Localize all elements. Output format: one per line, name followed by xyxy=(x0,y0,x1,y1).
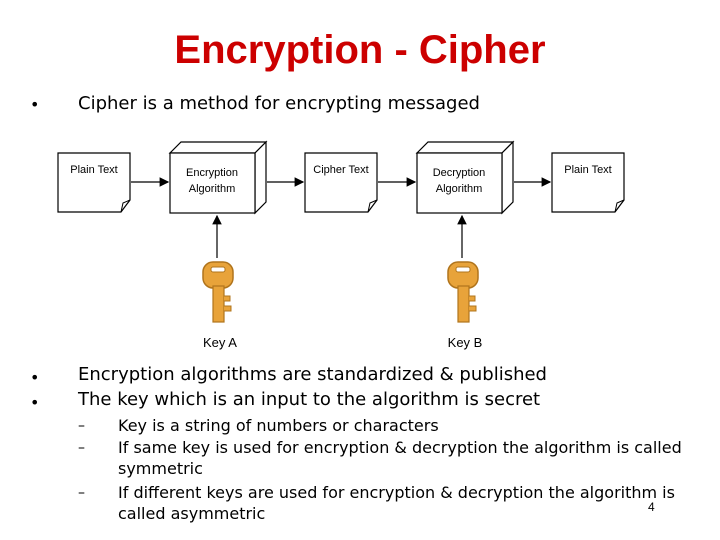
plain-text-label-1: Plain Text xyxy=(70,164,118,176)
bullet-marker: • xyxy=(30,368,40,387)
slide-number: 4 xyxy=(648,500,655,514)
encryption-label-line1: Encryption xyxy=(186,167,238,179)
decryption-label-line2: Algorithm xyxy=(436,183,482,195)
slide-title: Encryption - Cipher xyxy=(174,28,546,72)
cipher-flow-diagram: Plain Text Encryption Algorithm Cipher T… xyxy=(57,140,625,350)
bullet-text-1: Encryption algorithms are standardized &… xyxy=(78,364,547,385)
intro-bullet-text: Cipher is a method for encrypting messag… xyxy=(78,93,480,114)
plain-text-document-1: Plain Text xyxy=(57,152,131,213)
decryption-algorithm-box: Decryption Algorithm xyxy=(415,140,515,215)
plain-text-document-2: Plain Text xyxy=(551,152,625,213)
encryption-algorithm-box: Encryption Algorithm xyxy=(168,140,268,215)
encryption-label-line2: Algorithm xyxy=(189,183,235,195)
cipher-text-document: Cipher Text xyxy=(304,152,378,213)
bullet-marker: • xyxy=(30,95,40,114)
sub-bullet-dash: – xyxy=(78,440,85,456)
key-b-label: Key B xyxy=(448,335,483,350)
cipher-text-label: Cipher Text xyxy=(313,164,368,176)
sub-bullet-text-2b: symmetric xyxy=(118,459,203,478)
key-b-icon xyxy=(447,261,479,323)
sub-bullet-text-3b: called asymmetric xyxy=(118,504,266,523)
key-a-label: Key A xyxy=(203,335,237,350)
bullet-marker: • xyxy=(30,393,40,412)
sub-bullet-text-3a: If different keys are used for encryptio… xyxy=(118,483,675,502)
sub-bullet-text-1: Key is a string of numbers or characters xyxy=(118,416,439,435)
decryption-label-line1: Decryption xyxy=(433,167,486,179)
sub-bullet-dash: – xyxy=(78,418,85,434)
sub-bullet-dash: – xyxy=(78,485,85,501)
sub-bullet-text-2a: If same key is used for encryption & dec… xyxy=(118,438,682,457)
bullet-text-2: The key which is an input to the algorit… xyxy=(78,389,541,410)
plain-text-label-2: Plain Text xyxy=(564,164,612,176)
key-a-icon xyxy=(202,261,234,323)
